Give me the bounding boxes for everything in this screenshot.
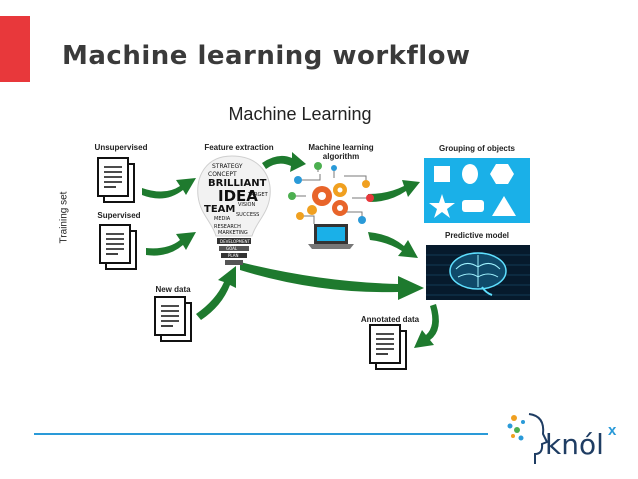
word-cloud-big-2: TEAM bbox=[204, 204, 235, 215]
word-cloud-small-3: VISION bbox=[238, 202, 255, 208]
new-data-document-icon bbox=[154, 296, 192, 342]
arrow-supervised-to-features bbox=[146, 232, 196, 256]
annotated-document-icon bbox=[369, 324, 407, 370]
word-cloud-big-0: BRILLIANT bbox=[208, 178, 267, 189]
word-cloud-small-6: RESEARCH bbox=[214, 224, 241, 230]
footer-divider bbox=[34, 433, 488, 435]
word-cloud-small-7: MARKETING bbox=[218, 230, 248, 236]
new-data-label: New data bbox=[155, 285, 191, 294]
supervised-document-icon bbox=[99, 224, 137, 270]
word-cloud-small-4: MEDIA bbox=[214, 216, 231, 222]
unsupervised-label: Unsupervised bbox=[94, 143, 148, 152]
slide-title: Machine learning workflow bbox=[62, 41, 471, 71]
supervised-label: Supervised bbox=[97, 211, 141, 220]
arrow-algorithm-to-grouping bbox=[368, 180, 420, 202]
algorithm-icon bbox=[288, 162, 374, 249]
knolx-head-logo-icon bbox=[507, 413, 549, 464]
accent-bar bbox=[0, 16, 30, 82]
word-cloud-small-8: DEVELOPMENT bbox=[220, 239, 250, 244]
arrow-newdata-to-features bbox=[196, 266, 236, 320]
knolx-logo-text: knól bbox=[545, 428, 604, 461]
word-cloud: STRATEGY CONCEPT BRILLIANT IDEA TARGET T… bbox=[204, 163, 269, 258]
word-cloud-small-0: STRATEGY bbox=[212, 163, 243, 170]
word-cloud-small-5: SUCCESS bbox=[236, 212, 259, 218]
flow-arrows bbox=[142, 152, 439, 348]
predictive-model-label: Predictive model bbox=[444, 231, 510, 240]
word-cloud-small-9: GOAL bbox=[226, 246, 238, 251]
arrow-unsupervised-to-features bbox=[142, 178, 196, 199]
word-cloud-small-1: CONCEPT bbox=[208, 171, 237, 178]
word-cloud-small-10: PLAN bbox=[228, 253, 238, 258]
knolx-logo-x: x bbox=[608, 422, 617, 439]
arrow-predictive-to-annotated bbox=[414, 304, 439, 348]
predictive-model-panel bbox=[426, 245, 530, 300]
arrow-features-to-algorithm bbox=[262, 152, 306, 172]
arrow-features-to-predictive bbox=[240, 262, 424, 300]
ml-algorithm-label: Machine learning algorithm bbox=[308, 143, 374, 161]
word-cloud-big-1: IDEA bbox=[218, 187, 258, 205]
grouping-label: Grouping of objects bbox=[439, 144, 515, 153]
feature-extraction-label: Feature extraction bbox=[204, 143, 274, 152]
brain-icon bbox=[426, 252, 530, 296]
lightbulb-icon bbox=[197, 155, 271, 265]
arrow-algorithm-to-predictive bbox=[368, 232, 418, 258]
unsupervised-document-icon bbox=[97, 157, 135, 203]
grouping-panel bbox=[424, 158, 530, 223]
diagram-title: Machine Learning bbox=[228, 104, 372, 124]
annotated-data-label: Annotated data bbox=[360, 315, 420, 324]
shapes-icon bbox=[429, 164, 516, 218]
word-cloud-small-2: TARGET bbox=[247, 192, 269, 198]
